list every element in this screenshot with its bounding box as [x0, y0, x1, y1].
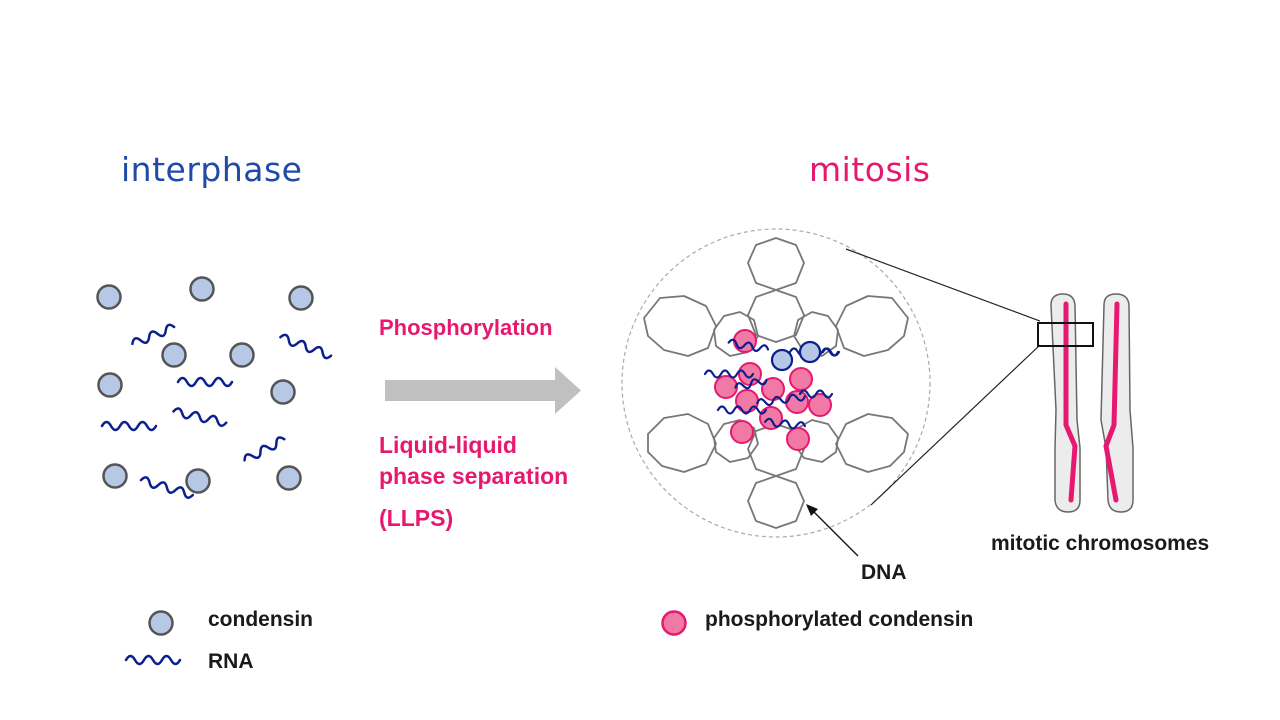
llps-line2: phase separation: [379, 463, 569, 489]
rna: [764, 417, 806, 430]
condensin-in-condensate: [770, 348, 794, 372]
condensin: [288, 285, 314, 311]
transition-arrow: [385, 367, 581, 414]
condensin: [229, 342, 255, 368]
condensin: [276, 465, 302, 491]
phosphorylation-label: Phosphorylation: [379, 315, 553, 340]
phosphorylated-condensin: [786, 427, 810, 451]
rna: [131, 323, 176, 346]
legend-phospho-icon: [661, 610, 687, 636]
interphase-title: interphase: [121, 150, 303, 189]
condensin-in-condensate: [798, 340, 822, 364]
legend-rna-icon: [124, 654, 182, 666]
rna: [139, 476, 195, 499]
rna: [727, 338, 770, 352]
condensin: [189, 276, 215, 302]
dna-pointer-arrow: [806, 504, 859, 557]
legend-condensin-label: condensin: [208, 608, 314, 631]
zoom-box: [1037, 322, 1094, 347]
llps-line3: (LLPS): [379, 505, 454, 531]
llps-line1: Liquid-liquid: [379, 432, 517, 458]
rna: [756, 393, 806, 407]
rna: [734, 378, 768, 390]
mitosis-title: mitosis: [809, 150, 931, 189]
condensin: [96, 284, 122, 310]
condensin: [102, 463, 128, 489]
legend-condensin-icon: [148, 610, 174, 636]
interphase-condensin-group: [96, 276, 314, 494]
condensate-rna-group: [703, 338, 841, 430]
mitotic-chromosome: [1037, 293, 1134, 513]
rna: [100, 420, 158, 432]
rna: [703, 369, 755, 379]
phosphorylated-condensin: [785, 390, 809, 414]
rna: [716, 405, 768, 415]
rna: [798, 389, 834, 399]
phosphorylated-condensin: [789, 367, 813, 391]
condensin: [185, 468, 211, 494]
legend-rna-label: RNA: [208, 650, 254, 673]
zoom-lines: [845, 248, 1041, 506]
condensin: [161, 342, 187, 368]
phosphorylated-condensin: [735, 389, 759, 413]
condensin: [97, 372, 123, 398]
condensin: [270, 379, 296, 405]
interphase-rna-group: [100, 323, 333, 499]
condensate-boundary: [621, 228, 931, 538]
phosphorylated-condensin: [730, 420, 754, 444]
rna: [172, 407, 228, 427]
phosphorylated-condensin: [808, 393, 832, 417]
rna: [176, 376, 234, 388]
rna: [279, 333, 333, 360]
chromosomes-label: mitotic chromosomes: [991, 532, 1210, 555]
phosphorylated-condensin: [714, 375, 738, 399]
rna: [243, 436, 286, 462]
rna: [821, 347, 841, 357]
legend-phospho-label: phosphorylated condensin: [705, 608, 974, 631]
dna-label: DNA: [861, 561, 907, 584]
